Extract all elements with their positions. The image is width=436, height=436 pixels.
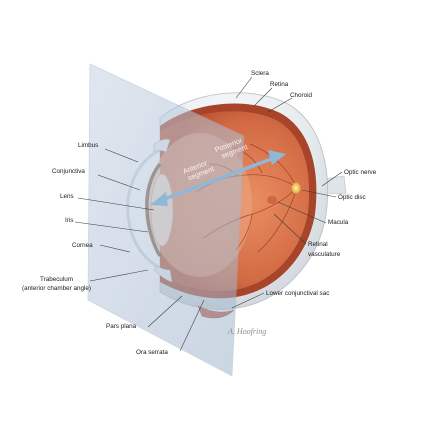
label-retina: Retina [270,81,289,88]
segment-arrow [150,150,286,206]
label-retinal-vasculature: Retinal [308,241,328,248]
label-conjunctiva: Conjunctiva [52,168,85,175]
label-lens: Lens [60,193,74,200]
label-optic-disc: Optic disc [338,194,366,201]
label-lower-conjunctival-sac: Lower conjunctival sac [266,290,329,297]
label-trabeculum: Trabeculum [40,276,73,283]
leader-lines [74,76,343,352]
label-optic-nerve: Optic nerve [344,169,377,176]
label-cornea: Cornea [72,242,93,249]
label-sclera: Sclera [251,70,269,77]
label-limbus: Limbus [78,142,98,149]
artist-signature: A. Hoofring [227,327,266,336]
label-iris: Iris [65,217,73,224]
label-choroid: Choroid [290,92,313,99]
label-pars-plana: Pars plana [106,323,137,330]
label-macula: Macula [328,219,349,226]
label-ora-serrata: Ora serrata [136,349,168,356]
optic-disc [291,182,301,194]
macula-spot [267,196,277,204]
cutting-plane [87,63,245,377]
label-retinal-vasculature-sub: vasculature [308,251,341,258]
label-trabeculum-sub: (anterior chamber angle) [22,285,91,292]
